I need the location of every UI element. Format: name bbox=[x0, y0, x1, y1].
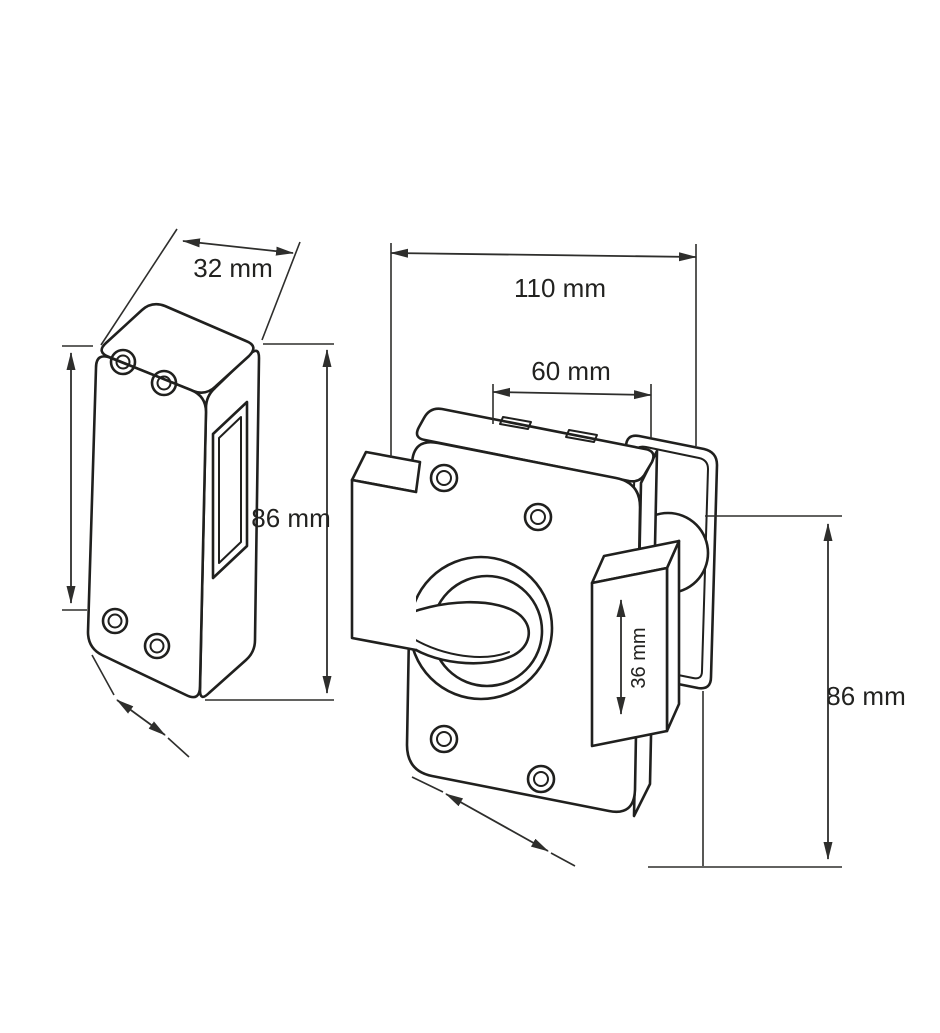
dim-case-depth bbox=[411, 776, 576, 867]
bolt-keep-side-face bbox=[665, 539, 681, 733]
strike-plate-front-face bbox=[86, 355, 208, 699]
screw-hole bbox=[143, 632, 171, 660]
case-width-label: 60 mm bbox=[531, 356, 610, 386]
dim-case-height: 86 mm bbox=[648, 515, 906, 868]
lock-dimensions: 110 mm 60 mm 36 mm 86 mm bbox=[390, 243, 906, 868]
overall-width-label: 110 mm bbox=[514, 273, 606, 303]
strike-height-label: 86 mm bbox=[251, 503, 330, 533]
dim-strike-holes-vertical bbox=[62, 345, 93, 611]
keep-bolt-height-label: 36 mm bbox=[628, 627, 650, 688]
bolt-slot-outer bbox=[211, 400, 249, 580]
lock-case-top-face bbox=[415, 407, 655, 483]
screw-hole bbox=[429, 724, 459, 754]
top-vent-slot bbox=[499, 416, 532, 430]
screw-hole bbox=[101, 607, 129, 635]
strike-dimensions: 32 mm 86 mm bbox=[62, 228, 334, 758]
bolt-keep-front-face bbox=[590, 566, 669, 748]
top-vent-slot bbox=[565, 429, 598, 443]
dim-keep-bolt-height: 36 mm bbox=[616, 599, 650, 715]
dim-strike-depth bbox=[91, 654, 190, 758]
screw-hole bbox=[429, 463, 459, 493]
bolt-slot-inner bbox=[218, 416, 242, 564]
locking-bolt-outline bbox=[350, 478, 418, 652]
dim-overall-width: 110 mm bbox=[390, 243, 697, 458]
lock-assembly bbox=[350, 407, 719, 818]
dim-case-width: 60 mm bbox=[492, 356, 652, 438]
screw-hole bbox=[109, 348, 137, 376]
screw-hole bbox=[150, 369, 178, 397]
strike-width-label: 32 mm bbox=[193, 253, 272, 283]
locking-bolt-fill bbox=[352, 480, 416, 650]
screw-hole bbox=[526, 764, 556, 794]
dim-strike-width: 32 mm bbox=[100, 228, 301, 346]
case-height-label: 86 mm bbox=[826, 681, 905, 711]
dim-strike-height: 86 mm bbox=[205, 343, 334, 701]
strike-plate-top-face bbox=[100, 302, 255, 394]
strike-plate bbox=[86, 302, 261, 699]
strike-plate-side-face bbox=[198, 349, 261, 699]
screw-hole bbox=[523, 502, 553, 532]
